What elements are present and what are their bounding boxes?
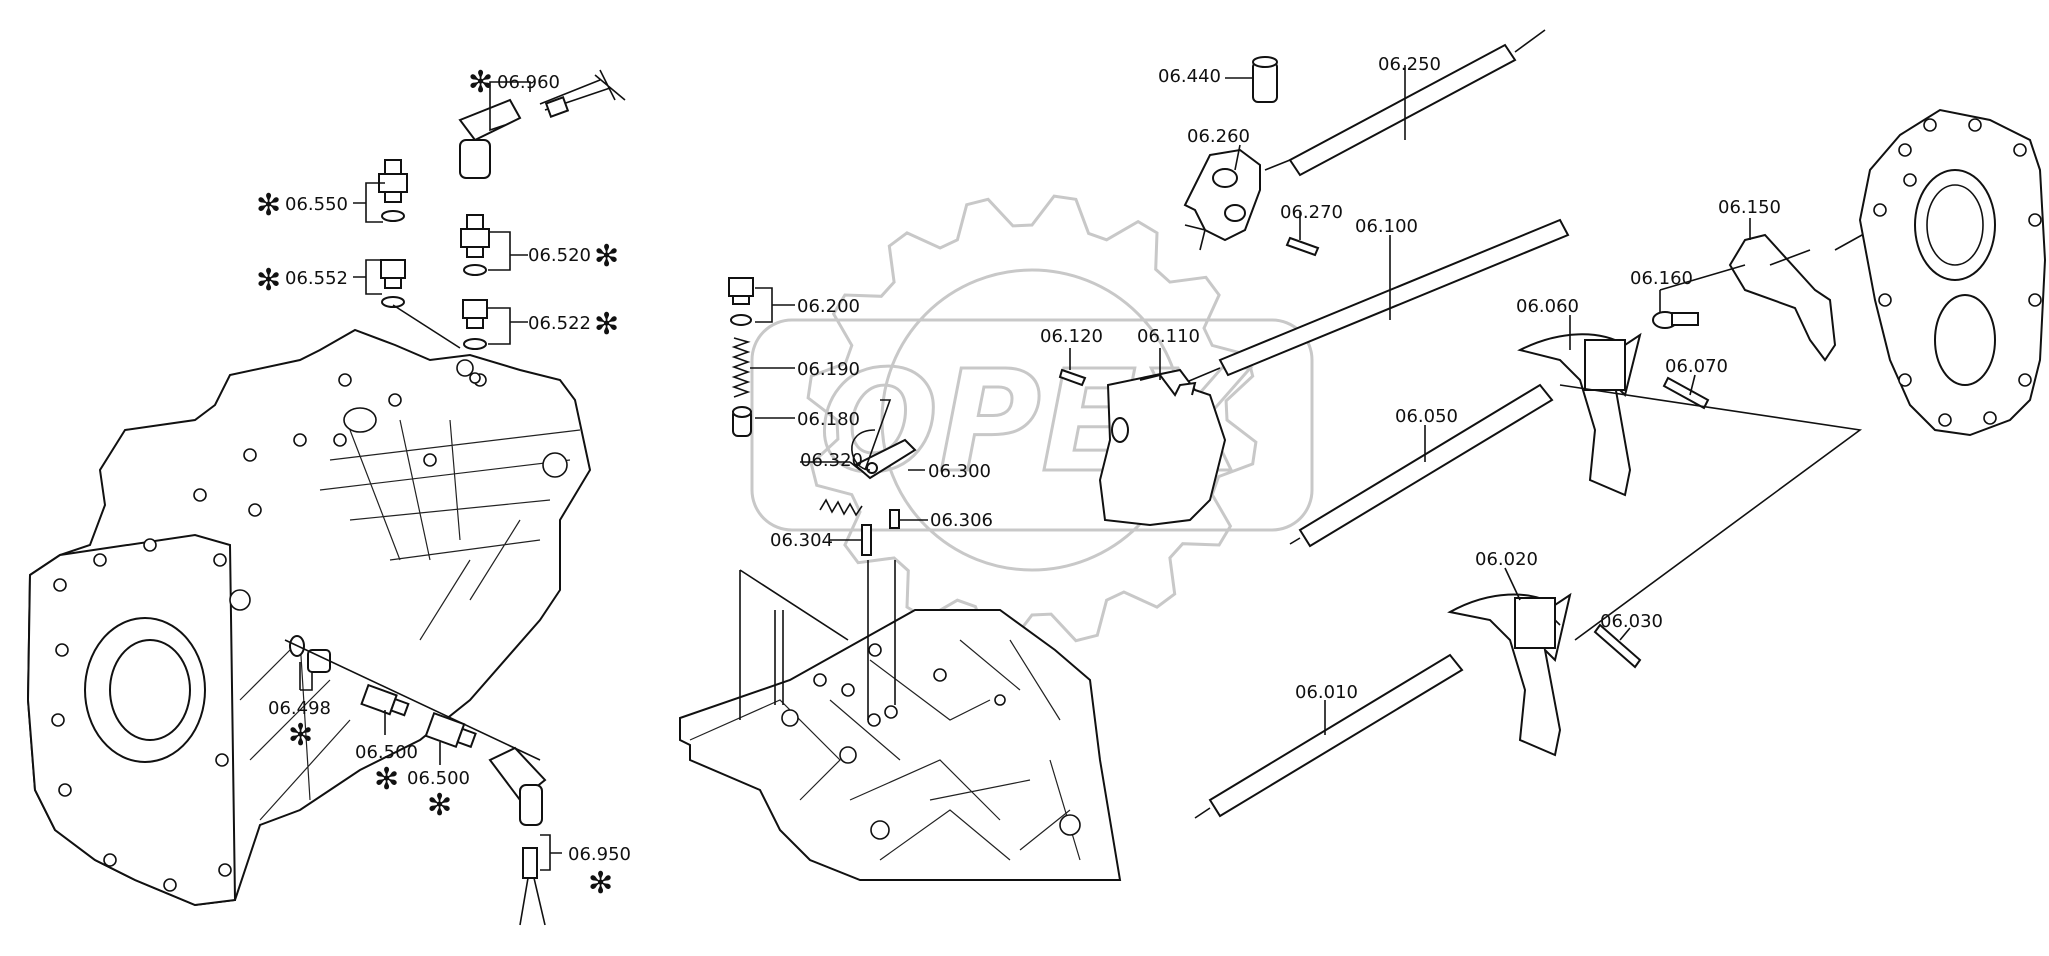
label-06552: 06.552 [285,268,348,289]
label-06110: 06.110 [1137,326,1200,347]
label-06010: 06.010 [1295,682,1358,703]
label-06250: 06.250 [1378,54,1441,75]
detent-parts [728,277,917,556]
star-06498-icon: ✻ [288,718,313,753]
label-06950: 06.950 [568,844,631,865]
label-06306: 06.306 [930,510,993,531]
star-06500-b-icon: ✻ [427,788,452,823]
star-06520-icon: ✻ [594,239,619,274]
star-06950-icon: ✻ [588,866,613,901]
label-06120: 06.120 [1040,326,1103,347]
label-06498: 06.498 [268,698,331,719]
label-06060: 06.060 [1516,296,1579,317]
gearbox-housing-center [679,560,1122,881]
label-06304: 06.304 [770,530,833,551]
star-06522-icon: ✻ [594,307,619,342]
gearbox-housing-left [26,328,592,907]
leader-lines [299,65,1751,871]
label-06190: 06.190 [797,359,860,380]
label-06320: 06.320 [800,450,863,471]
star-06500-a-icon: ✻ [374,762,399,797]
star-06960-icon: ✻ [468,65,493,100]
label-06050: 06.050 [1395,406,1458,427]
label-06180: 06.180 [797,409,860,430]
label-06030: 06.030 [1600,611,1663,632]
label-06200: 06.200 [797,296,860,317]
label-06440: 06.440 [1158,66,1221,87]
star-06550-icon: ✻ [256,188,281,223]
label-06300: 06.300 [928,461,991,482]
label-06500-b: 06.500 [407,768,470,789]
star-06552-icon: ✻ [256,263,281,298]
label-06160: 06.160 [1630,268,1693,289]
label-06070: 06.070 [1665,356,1728,377]
label-06522: 06.522 [528,313,591,334]
star-markers: ✻ ✻ ✻ ✻ ✻ ✻ ✻ ✻ ✻ [256,65,619,901]
label-06550: 06.550 [285,194,348,215]
label-06260: 06.260 [1187,126,1250,147]
label-06100: 06.100 [1355,216,1418,237]
label-06960: 06.960 [497,72,560,93]
label-06020: 06.020 [1475,549,1538,570]
label-06270: 06.270 [1280,202,1343,223]
label-06500-a: 06.500 [355,742,418,763]
shift-finger-group [1058,29,1570,527]
label-06520: 06.520 [528,245,591,266]
part-labels: 06.960 06.550 06.552 06.520 06.522 06.49… [268,54,1781,865]
shift-forks-group [1194,108,2047,819]
label-06150: 06.150 [1718,197,1781,218]
